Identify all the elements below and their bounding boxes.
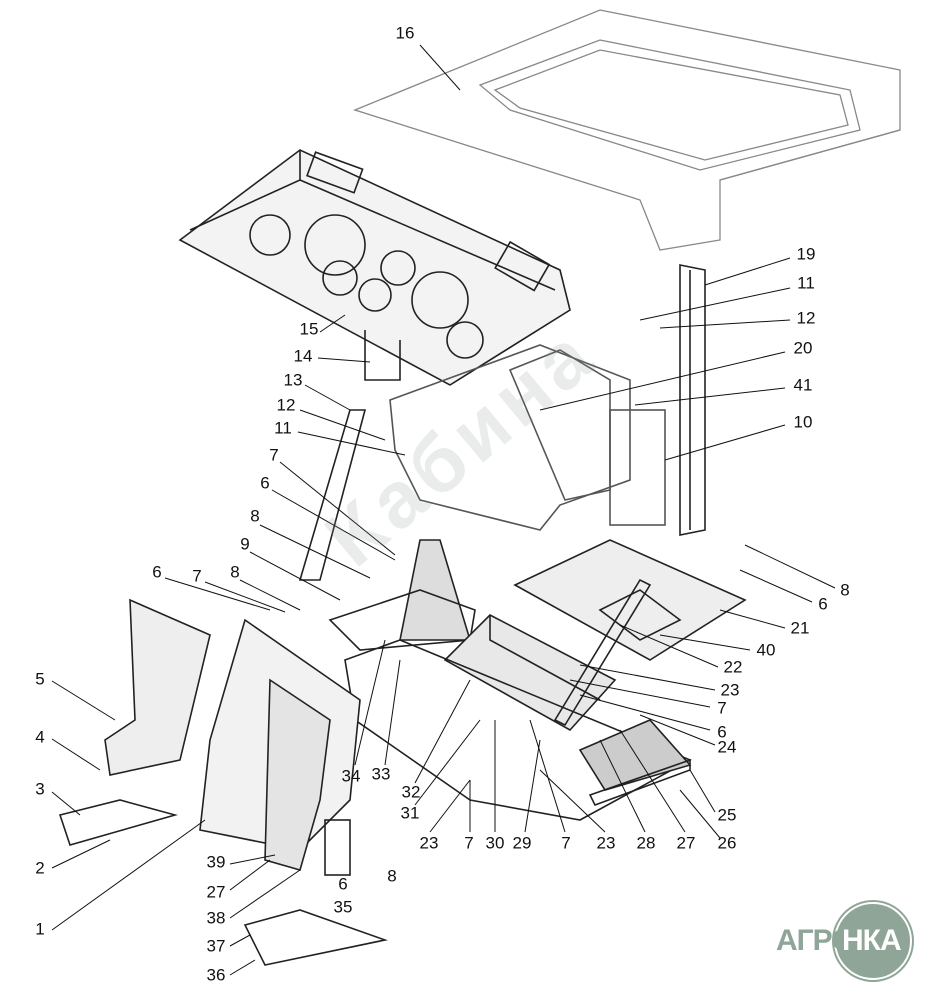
- callout-label: 2: [35, 858, 45, 878]
- plates-25-26: [578, 719, 692, 806]
- callout-label: 20: [793, 338, 813, 358]
- callout-label: 6: [818, 594, 828, 614]
- callout-label: 7: [464, 833, 474, 853]
- callout-label: 6: [260, 473, 270, 493]
- callout-label: 12: [276, 395, 296, 415]
- callout-label: 23: [596, 833, 616, 853]
- callout-label: 23: [720, 680, 740, 700]
- rod-part: [553, 578, 652, 727]
- agronka-logo: АГРО НКА: [770, 900, 920, 980]
- callout-label: 36: [206, 965, 226, 985]
- callout-label: 3: [35, 779, 45, 799]
- callout-label: 27: [676, 833, 696, 853]
- callout-label: 33: [371, 764, 391, 784]
- callout-label: 38: [206, 908, 226, 928]
- callout-label: 6: [717, 722, 727, 742]
- callout-label: 8: [250, 506, 260, 526]
- bracket-35: [324, 819, 351, 876]
- pillar-part-19: [679, 264, 706, 536]
- callout-label: 41: [793, 375, 813, 395]
- callout-label: 6: [152, 562, 162, 582]
- callout-label: 11: [797, 273, 815, 293]
- callout-label: 10: [793, 412, 813, 432]
- callout-label: 28: [636, 833, 656, 853]
- callout-label: 6: [338, 874, 348, 894]
- side-panel-1: [199, 618, 361, 871]
- callout-label: 31: [400, 803, 420, 823]
- roof-part-16: [353, 9, 901, 251]
- callout-label: 21: [790, 618, 810, 638]
- callout-label: 1: [35, 919, 45, 939]
- callout-label: 11: [274, 418, 292, 438]
- callout-label: 8: [387, 866, 397, 886]
- callout-label: 22: [723, 657, 743, 677]
- callout-label: 40: [756, 640, 776, 660]
- callout-label: 16: [395, 23, 415, 43]
- side-panel-5: [104, 598, 211, 776]
- callout-label: 9: [240, 534, 250, 554]
- callout-label: 25: [717, 805, 737, 825]
- callout-label: 29: [512, 833, 532, 853]
- callout-label: 7: [192, 566, 202, 586]
- callout-label: 19: [796, 244, 816, 264]
- logo-text-left: АГРО: [776, 924, 855, 957]
- callout-label: 7: [269, 445, 279, 465]
- callout-label: 27: [206, 882, 226, 902]
- callout-label: 35: [333, 897, 353, 917]
- logo-circle: [834, 902, 912, 980]
- floor-plate-21: [513, 539, 747, 661]
- console-part-20: [389, 344, 666, 531]
- callout-label: 8: [230, 562, 240, 582]
- callout-label: 34: [341, 766, 361, 786]
- dashboard-panel: [178, 149, 571, 386]
- floor-plate-23: [443, 614, 617, 732]
- callout-label: 7: [717, 698, 727, 718]
- callout-label: 5: [35, 669, 45, 689]
- callout-label: 7: [561, 833, 571, 853]
- callout-label: 13: [283, 370, 303, 390]
- callout-label: 37: [206, 936, 226, 956]
- bracket-2-3: [58, 799, 178, 846]
- callout-label: 14: [293, 346, 313, 366]
- callout-label: 24: [717, 737, 737, 757]
- callout-label: 4: [35, 727, 45, 747]
- callout-label: 26: [717, 833, 737, 853]
- callout-label: 32: [401, 782, 421, 802]
- callout-label: 39: [206, 852, 226, 872]
- callout-label: 30: [485, 833, 505, 853]
- callout-label: 8: [840, 580, 850, 600]
- callout-label: 23: [419, 833, 439, 853]
- bracket-13: [298, 409, 367, 581]
- bracket-36-37: [243, 909, 388, 966]
- gear-boot-part-9: [328, 539, 476, 651]
- callout-label: 15: [299, 319, 319, 339]
- callout-label: 12: [796, 308, 816, 328]
- logo-text-right: НКА: [842, 924, 902, 957]
- leader-lines: [51, 44, 836, 976]
